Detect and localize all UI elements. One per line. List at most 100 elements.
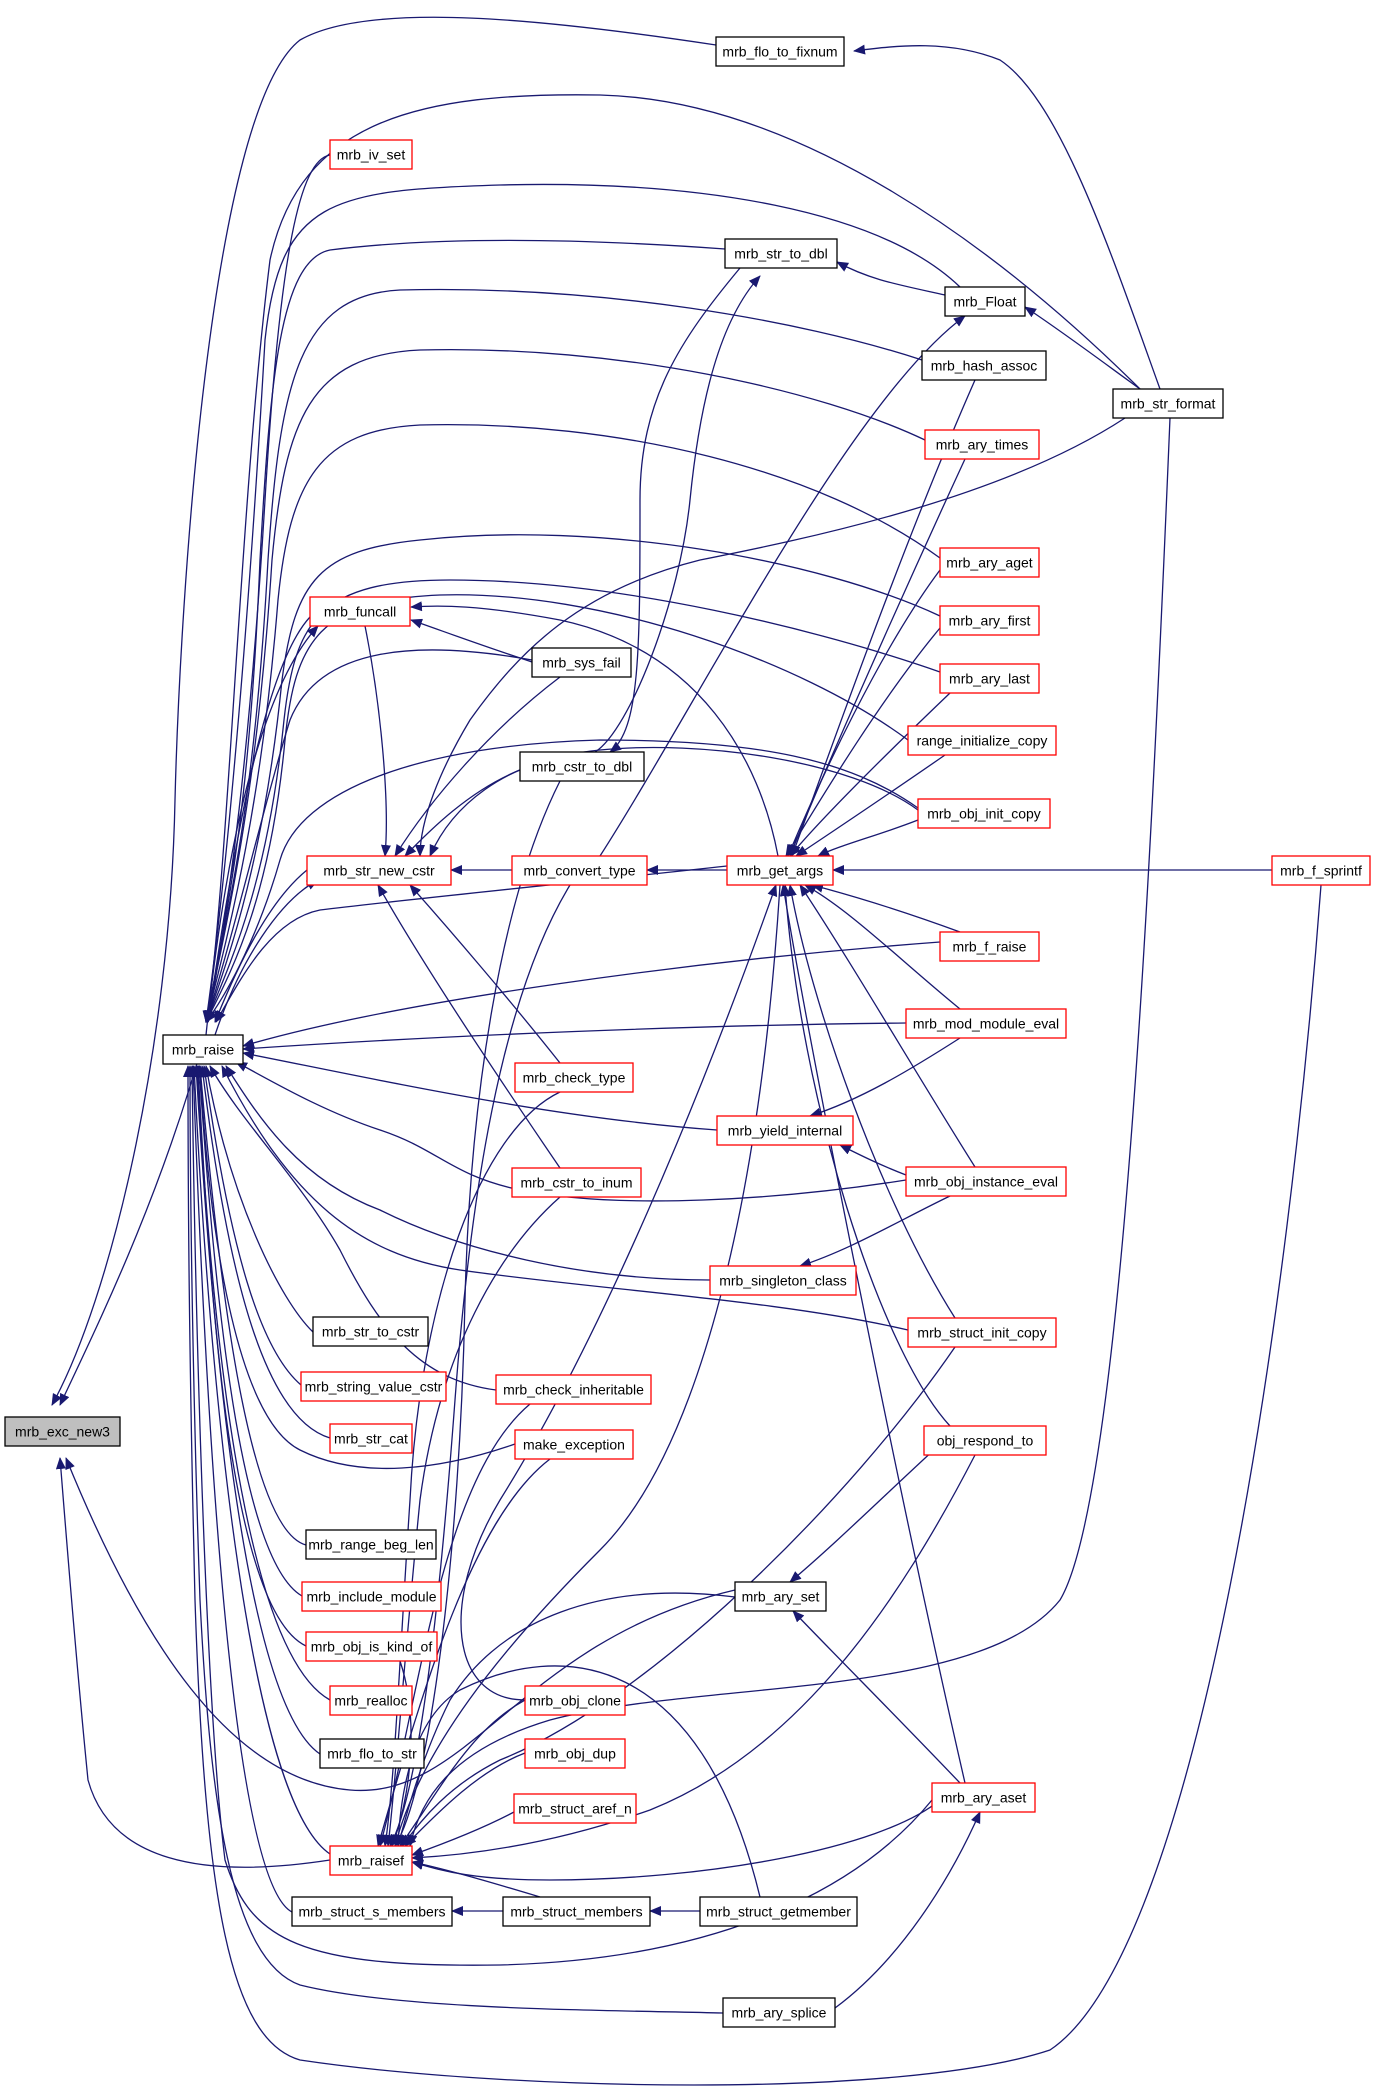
node-box[interactable] — [939, 547, 1040, 578]
node-box[interactable] — [709, 1265, 857, 1296]
node-box[interactable] — [907, 1317, 1057, 1348]
node-box[interactable] — [319, 1738, 425, 1769]
node-box[interactable] — [924, 429, 1040, 460]
node-box[interactable] — [734, 1581, 827, 1612]
node-box[interactable] — [301, 1581, 442, 1612]
node-obj-respond-to[interactable]: obj_respond_to — [923, 1425, 1047, 1456]
node-yield-internal[interactable]: mrb_yield_internal — [716, 1115, 854, 1146]
node-make-exception[interactable]: make_exception — [514, 1429, 634, 1460]
node-cstr-to-inum[interactable]: mrb_cstr_to_inum — [511, 1167, 642, 1198]
node-box[interactable] — [300, 1371, 447, 1402]
node-box[interactable] — [726, 855, 834, 886]
node-box[interactable] — [306, 855, 452, 886]
node-range-beg-len[interactable]: mrb_range_beg_len — [305, 1529, 437, 1560]
node-singleton-class[interactable]: mrb_singleton_class — [709, 1265, 857, 1296]
node-flo-to-str[interactable]: mrb_flo_to_str — [319, 1738, 425, 1769]
node-obj-is-kind-of[interactable]: mrb_obj_is_kind_of — [305, 1631, 438, 1662]
node-ary-last[interactable]: mrb_ary_last — [939, 663, 1040, 694]
node-f-raise[interactable]: mrb_f_raise — [939, 931, 1040, 962]
node-box[interactable] — [907, 725, 1057, 756]
node-struct-aref-n[interactable]: mrb_struct_aref_n — [513, 1793, 637, 1824]
node-struct-s-members[interactable]: mrb_struct_s_members — [291, 1896, 453, 1927]
node-flo-to-fixnum[interactable]: mrb_flo_to_fixnum — [715, 36, 845, 67]
node-cstr-to-dbl[interactable]: mrb_cstr_to_dbl — [519, 751, 645, 782]
node-box[interactable] — [699, 1896, 858, 1927]
node-box[interactable] — [905, 1008, 1067, 1039]
node-box[interactable] — [921, 350, 1047, 381]
node-box[interactable] — [511, 1167, 642, 1198]
node-exc-new3[interactable]: mrb_exc_new3 — [4, 1416, 121, 1447]
node-obj-instance-eval[interactable]: mrb_obj_instance_eval — [905, 1166, 1067, 1197]
node-obj-init-copy[interactable]: mrb_obj_init_copy — [917, 798, 1051, 829]
node-box[interactable] — [1112, 388, 1224, 419]
node-string-value-cstr[interactable]: mrb_string_value_cstr — [300, 1371, 447, 1402]
node-str-to-dbl[interactable]: mrb_str_to_dbl — [724, 238, 838, 269]
node-funcall[interactable]: mrb_funcall — [309, 596, 411, 627]
node-get-args[interactable]: mrb_get_args — [726, 855, 834, 886]
node-mod-module-eval[interactable]: mrb_mod_module_eval — [905, 1008, 1067, 1039]
node-box[interactable] — [511, 855, 648, 886]
node-box[interactable] — [309, 596, 411, 627]
node-check-inheritable[interactable]: mrb_check_inheritable — [495, 1374, 652, 1405]
node-box[interactable] — [531, 647, 632, 678]
node-f-sprintf[interactable]: mrb_f_sprintf — [1271, 855, 1371, 886]
node-box[interactable] — [329, 1685, 413, 1716]
node-box[interactable] — [514, 1429, 634, 1460]
node-obj-clone[interactable]: mrb_obj_clone — [524, 1685, 626, 1716]
node-box[interactable] — [329, 1423, 413, 1454]
node-str-format[interactable]: mrb_str_format — [1112, 388, 1224, 419]
node-box[interactable] — [312, 1316, 429, 1347]
node-box[interactable] — [944, 286, 1026, 317]
node-box[interactable] — [716, 1115, 854, 1146]
node-realloc[interactable]: mrb_realloc — [329, 1685, 413, 1716]
node-Float[interactable]: mrb_Float — [944, 286, 1026, 317]
node-obj-dup[interactable]: mrb_obj_dup — [524, 1738, 626, 1769]
node-box[interactable] — [4, 1416, 121, 1447]
node-box[interactable] — [931, 1782, 1036, 1813]
node-box[interactable] — [329, 1845, 413, 1876]
node-box[interactable] — [502, 1896, 651, 1927]
node-box[interactable] — [329, 139, 413, 170]
node-ary-first[interactable]: mrb_ary_first — [939, 605, 1040, 636]
node-box[interactable] — [722, 1997, 836, 2028]
node-sys-fail[interactable]: mrb_sys_fail — [531, 647, 632, 678]
node-ary-aset[interactable]: mrb_ary_aset — [931, 1782, 1036, 1813]
node-struct-getmember[interactable]: mrb_struct_getmember — [699, 1896, 858, 1927]
node-box[interactable] — [939, 605, 1040, 636]
node-box[interactable] — [1271, 855, 1371, 886]
node-raise[interactable]: mrb_raise — [162, 1034, 244, 1065]
node-str-cat[interactable]: mrb_str_cat — [329, 1423, 413, 1454]
node-iv-set[interactable]: mrb_iv_set — [329, 139, 413, 170]
node-box[interactable] — [939, 663, 1040, 694]
node-box[interactable] — [495, 1374, 652, 1405]
node-box[interactable] — [917, 798, 1051, 829]
node-box[interactable] — [305, 1529, 437, 1560]
node-ary-aget[interactable]: mrb_ary_aget — [939, 547, 1040, 578]
node-ary-times[interactable]: mrb_ary_times — [924, 429, 1040, 460]
node-box[interactable] — [724, 238, 838, 269]
node-struct-members[interactable]: mrb_struct_members — [502, 1896, 651, 1927]
node-box[interactable] — [305, 1631, 438, 1662]
node-str-new-cstr[interactable]: mrb_str_new_cstr — [306, 855, 452, 886]
node-range-init-copy[interactable]: range_initialize_copy — [907, 725, 1057, 756]
node-box[interactable] — [923, 1425, 1047, 1456]
node-box[interactable] — [519, 751, 645, 782]
node-include-module[interactable]: mrb_include_module — [301, 1581, 442, 1612]
node-ary-set[interactable]: mrb_ary_set — [734, 1581, 827, 1612]
node-struct-init-copy[interactable]: mrb_struct_init_copy — [907, 1317, 1057, 1348]
node-box[interactable] — [715, 36, 845, 67]
node-convert-type[interactable]: mrb_convert_type — [511, 855, 648, 886]
node-box[interactable] — [291, 1896, 453, 1927]
node-box[interactable] — [513, 1793, 637, 1824]
node-box[interactable] — [162, 1034, 244, 1065]
node-ary-splice[interactable]: mrb_ary_splice — [722, 1997, 836, 2028]
node-hash-assoc[interactable]: mrb_hash_assoc — [921, 350, 1047, 381]
node-box[interactable] — [939, 931, 1040, 962]
node-str-to-cstr[interactable]: mrb_str_to_cstr — [312, 1316, 429, 1347]
node-box[interactable] — [524, 1738, 626, 1769]
node-box[interactable] — [524, 1685, 626, 1716]
node-box[interactable] — [514, 1062, 634, 1093]
node-raisef[interactable]: mrb_raisef — [329, 1845, 413, 1876]
node-box[interactable] — [905, 1166, 1067, 1197]
node-check-type[interactable]: mrb_check_type — [514, 1062, 634, 1093]
